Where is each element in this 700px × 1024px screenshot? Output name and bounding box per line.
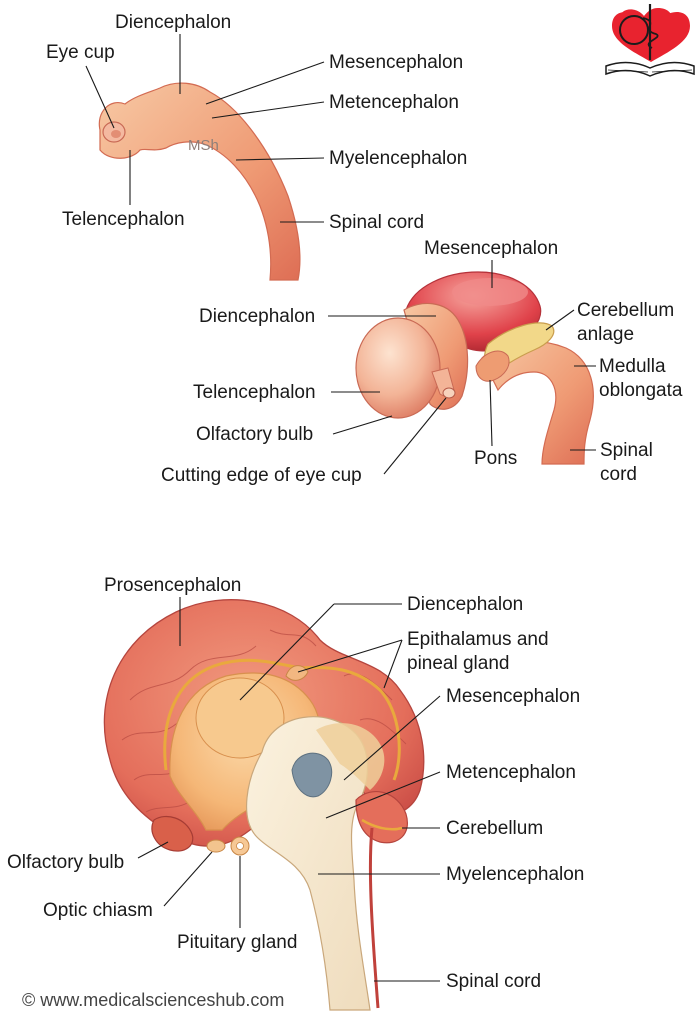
- label-epithalamus-2: pineal gland: [407, 653, 509, 674]
- serpent-icon: [642, 17, 659, 49]
- label-diencephalon-bottom: Diencephalon: [407, 594, 523, 615]
- label-medulla-1: Medulla: [599, 356, 666, 377]
- label-cerebellum: Cerebellum: [446, 818, 543, 839]
- label-spinal-cord-top: Spinal cord: [329, 212, 424, 233]
- optic-chiasm-shape: [206, 839, 226, 853]
- ventricle-shape: [291, 752, 333, 798]
- label-diencephalon-mid: Diencephalon: [199, 306, 315, 327]
- label-mesencephalon-top: Mesencephalon: [329, 52, 463, 73]
- thalamus-shape: [195, 677, 285, 759]
- label-olfactory-bulb-mid: Olfactory bulb: [196, 424, 313, 445]
- copyright-text: © www.medicalscienceshub.com: [22, 990, 284, 1010]
- label-mesencephalon-bottom: Mesencephalon: [446, 686, 580, 707]
- gyri-texture: [121, 629, 407, 813]
- label-diencephalon-top: Diencephalon: [115, 12, 231, 33]
- stethoscope-ring: [619, 15, 649, 45]
- label-telencephalon-top: Telencephalon: [62, 209, 185, 230]
- label-telencephalon-mid: Telencephalon: [193, 382, 316, 403]
- figure-middle-brain: Mesencephalon Cerebellum anlage Dienceph…: [161, 238, 683, 486]
- mesencephalon-region: [316, 723, 385, 790]
- open-book-icon: [605, 61, 695, 77]
- label-optic-chiasm: Optic chiasm: [43, 900, 153, 921]
- label-pons: Pons: [474, 448, 517, 469]
- label-epithalamus-1: Epithalamus and: [407, 629, 549, 650]
- label-spinal-cord-bottom: Spinal cord: [446, 971, 541, 992]
- label-metencephalon-bottom: Metencephalon: [446, 762, 576, 783]
- figure-bottom-sagittal-brain: Prosencephalon Diencephalon Epithalamus …: [7, 575, 584, 1011]
- figure-top-neural-tube: MSh Diencephalon Eye cup Mesencephalon M…: [46, 12, 467, 281]
- pons-shape: [475, 350, 510, 382]
- label-olfactory-bulb-bottom: Olfactory bulb: [7, 852, 124, 873]
- label-medulla-2: oblongata: [599, 380, 683, 401]
- label-myelencephalon-bottom: Myelencephalon: [446, 864, 584, 885]
- label-cerebellum-anlage-1: Cerebellum: [577, 300, 674, 321]
- label-pituitary-gland: Pituitary gland: [177, 932, 297, 953]
- embedded-mark: MSh: [188, 137, 219, 154]
- label-spinal-2: cord: [600, 464, 637, 485]
- label-spinal-1: Spinal: [600, 440, 653, 461]
- medulla-spinal-shape: [481, 340, 594, 465]
- olfactory-bulb-shape: [151, 815, 194, 852]
- label-metencephalon-top: Metencephalon: [329, 92, 459, 113]
- label-eye-cup-edge: Cutting edge of eye cup: [161, 465, 362, 486]
- logo: [605, 4, 695, 77]
- neural-tube-body: [98, 82, 301, 281]
- label-prosencephalon: Prosencephalon: [104, 575, 241, 596]
- label-mesencephalon-mid: Mesencephalon: [424, 238, 558, 259]
- label-cerebellum-anlage-2: anlage: [577, 324, 634, 345]
- pineal-gland-shape: [285, 665, 309, 681]
- label-eye-cup: Eye cup: [46, 42, 115, 63]
- telencephalon-bulb: [355, 317, 441, 419]
- label-myelencephalon-top: Myelencephalon: [329, 148, 467, 169]
